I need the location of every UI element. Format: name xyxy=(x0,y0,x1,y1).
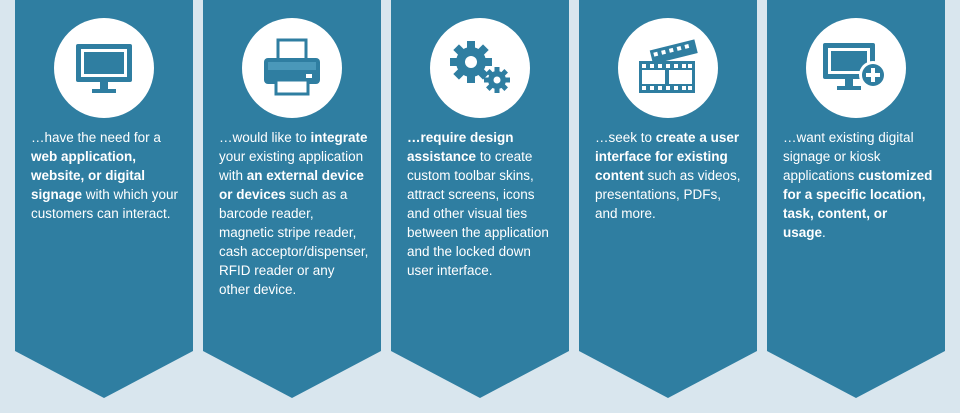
feature-card-text: …have the need for a web application, we… xyxy=(31,128,181,223)
icon-badge xyxy=(430,18,530,118)
printer-icon xyxy=(264,38,320,96)
text-segment-bold: an external device or devices xyxy=(219,168,364,202)
text-segment-bold: …require design assistance xyxy=(407,130,514,164)
feature-card-design-assistance: …require design assistance to create cus… xyxy=(391,0,569,398)
text-segment: …seek to xyxy=(595,130,656,145)
monitor-icon xyxy=(76,44,132,93)
icon-badge xyxy=(806,18,906,118)
feature-card-text: …want existing digital signage or kiosk … xyxy=(783,128,933,242)
text-segment: …have the need for a xyxy=(31,130,161,145)
text-segment: to create custom toolbar skins, attract … xyxy=(407,149,549,278)
text-segment: …would like to xyxy=(219,130,311,145)
feature-card-text: …require design assistance to create cus… xyxy=(407,128,557,280)
text-segment: …want existing digital signage or kiosk … xyxy=(783,130,914,183)
feature-card-integrate: …would like to integrate your existing a… xyxy=(203,0,381,398)
text-segment: your existing application with xyxy=(219,149,364,183)
gears-icon xyxy=(450,41,510,93)
monitor-plus-icon xyxy=(823,43,887,90)
text-segment: such as a barcode reader, magnetic strip… xyxy=(219,187,369,297)
film-icon xyxy=(639,39,698,93)
feature-card-customized: …want existing digital signage or kiosk … xyxy=(767,0,945,398)
icon-badge xyxy=(242,18,342,118)
icon-badge xyxy=(618,18,718,118)
feature-card-existing-content: …seek to create a user interface for exi… xyxy=(579,0,757,398)
feature-card-text: …would like to integrate your existing a… xyxy=(219,128,369,299)
text-segment-bold: web application, website, or digital sig… xyxy=(31,149,146,202)
text-segment-bold: integrate xyxy=(310,130,368,145)
feature-card-text: …seek to create a user interface for exi… xyxy=(595,128,745,223)
icon-badge xyxy=(54,18,154,118)
text-segment: . xyxy=(822,225,826,240)
text-segment: with which your customers can interact. xyxy=(31,187,179,221)
feature-card-web-application: …have the need for a web application, we… xyxy=(15,0,193,398)
text-segment-bold: create a user interface for existing con… xyxy=(595,130,740,183)
text-segment: such as videos, presentations, PDFs, and… xyxy=(595,168,741,221)
text-segment-bold: customized for a specific location, task… xyxy=(783,168,933,240)
